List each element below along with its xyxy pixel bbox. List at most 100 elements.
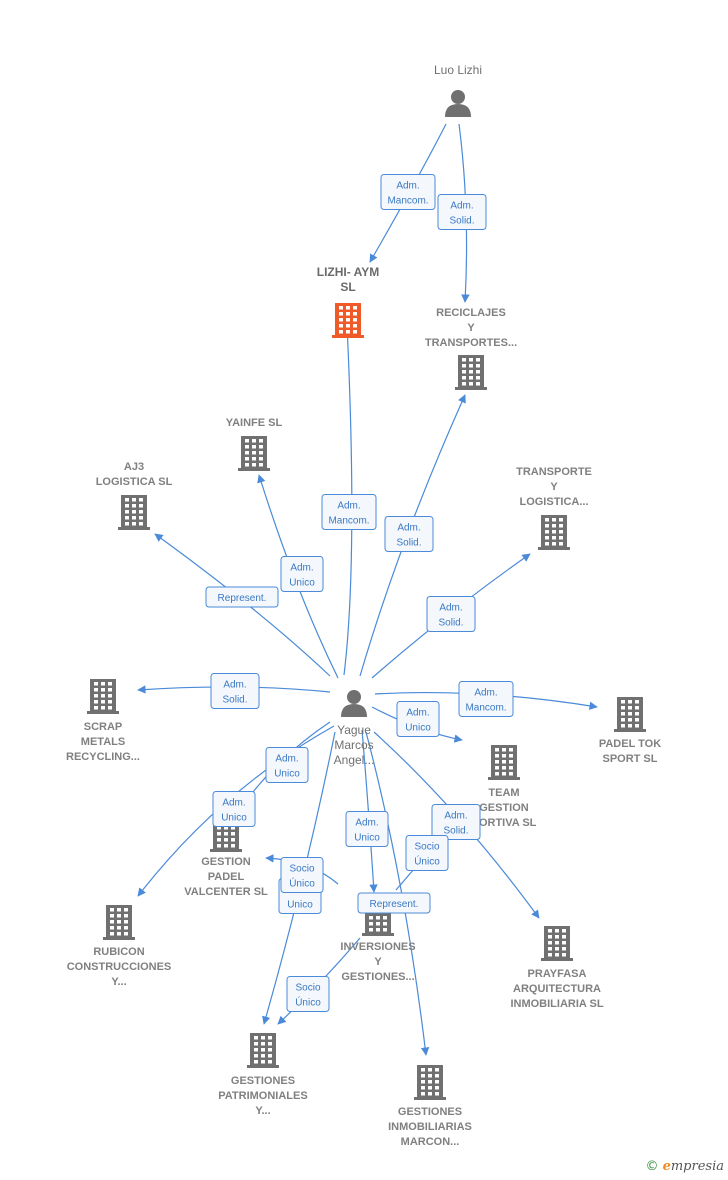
- edge-label-box[interactable]: [286, 976, 330, 1012]
- edge-label-yague-to-inversiones[interactable]: Adm.Unico: [345, 811, 389, 847]
- edge-label-box[interactable]: [458, 681, 514, 717]
- building-window: [231, 838, 235, 842]
- building-icon[interactable]: [455, 355, 487, 390]
- edge-label-yague-to-rubicon[interactable]: Adm.Unico: [212, 791, 256, 827]
- building-icon[interactable]: [118, 495, 150, 530]
- edge-label-box[interactable]: [212, 791, 256, 827]
- node-scrap[interactable]: SCRAPMETALSRECYCLING...: [66, 679, 140, 763]
- building-window: [462, 370, 466, 374]
- building-icon[interactable]: [247, 1033, 279, 1068]
- edge-label-box[interactable]: [321, 494, 377, 530]
- edge-label-yague-to-padeltok[interactable]: Adm.Mancom.: [458, 681, 514, 717]
- building-window: [555, 953, 559, 957]
- edge-label-box[interactable]: [205, 586, 279, 608]
- edge-label-yague-to-lizhi[interactable]: Adm.Mancom.: [321, 494, 377, 530]
- edge-label-yague-to-reciclajes[interactable]: Adm.Solid.: [384, 516, 434, 552]
- edge-label-luo-to-reciclajes[interactable]: Adm.Solid.: [437, 194, 487, 230]
- building-window: [245, 451, 249, 455]
- building-window: [555, 941, 559, 945]
- building-window: [261, 1054, 265, 1058]
- building-base: [362, 933, 394, 936]
- building-icon[interactable]: [488, 745, 520, 780]
- building-window: [339, 324, 343, 328]
- building-icon[interactable]: [538, 515, 570, 550]
- person-body: [445, 104, 471, 117]
- edge-label-box[interactable]: [384, 516, 434, 552]
- node-reciclajes[interactable]: RECICLAJESYTRANSPORTES...: [425, 307, 517, 390]
- person-icon[interactable]: [341, 690, 367, 717]
- node-ginmob[interactable]: GESTIONESINMOBILIARIASMARCON...: [388, 1065, 472, 1148]
- building-window: [635, 712, 639, 716]
- building-window: [545, 524, 549, 528]
- empresia-logo[interactable]: © empresia: [645, 1159, 724, 1174]
- building-window: [353, 312, 357, 316]
- building-window: [117, 932, 121, 936]
- edge-label-box[interactable]: [265, 747, 309, 783]
- building-window: [376, 928, 380, 932]
- building-window: [502, 748, 506, 752]
- edge-label-box[interactable]: [345, 811, 389, 847]
- edge-label-yague-to-yainfe[interactable]: Adm.Unico: [280, 556, 324, 592]
- edge-label-box[interactable]: [357, 892, 431, 914]
- building-window: [252, 457, 256, 461]
- node-yainfe[interactable]: YAINFE SL: [226, 417, 283, 471]
- building-window: [94, 682, 98, 686]
- node-label: Y: [550, 481, 558, 493]
- edge-label-text: Único: [295, 996, 321, 1009]
- edge-label-text: Adm.: [396, 181, 419, 192]
- building-icon[interactable]: [332, 303, 364, 338]
- building-window: [252, 445, 256, 449]
- edge-label-box[interactable]: [280, 857, 324, 893]
- building-icon[interactable]: [238, 436, 270, 471]
- person-icon[interactable]: [445, 90, 471, 117]
- building-window: [469, 376, 473, 380]
- edge-label-yague-to-gpadel[interactable]: Adm.Unico: [265, 747, 309, 783]
- edge-label-yague-to-ginmob[interactable]: Represent.: [357, 892, 431, 914]
- edge-label-box[interactable]: [405, 835, 449, 871]
- building-icon[interactable]: [414, 1065, 446, 1100]
- edge-label-box[interactable]: [437, 194, 487, 230]
- edge-label-yague-to-prayfasa[interactable]: Adm.Solid.: [431, 804, 481, 840]
- node-luo[interactable]: Luo Lizhi: [434, 63, 482, 117]
- edge-label-text: Adm.: [355, 818, 378, 829]
- edge-label-yague-to-aj3[interactable]: Represent.: [205, 586, 279, 608]
- building-window: [369, 928, 373, 932]
- node-yague[interactable]: YagueMarcosAngel...: [334, 690, 375, 767]
- edge-label-luo-to-lizhi[interactable]: Adm.Mancom.: [380, 174, 436, 210]
- building-icon[interactable]: [614, 697, 646, 732]
- edge-label-yague-to-scrap[interactable]: Adm.Solid.: [210, 673, 260, 709]
- edge-label-yague-to-transporte[interactable]: Adm.Solid.: [426, 596, 476, 632]
- edge-label-text: Unico: [289, 578, 315, 589]
- edge-label-box[interactable]: [431, 804, 481, 840]
- edge-label-yague-to-team[interactable]: Adm.Unico: [396, 701, 440, 737]
- node-rubicon[interactable]: RUBICONCONSTRUCCIONESY...: [67, 905, 172, 988]
- edge-label-box[interactable]: [396, 701, 440, 737]
- edge-label-box[interactable]: [426, 596, 476, 632]
- edge-label-box[interactable]: [280, 556, 324, 592]
- building-window: [110, 920, 114, 924]
- building-window: [628, 700, 632, 704]
- building-window: [139, 510, 143, 514]
- node-label: PATRIMONIALES: [218, 1090, 307, 1102]
- building-icon[interactable]: [541, 926, 573, 961]
- building-window: [101, 694, 105, 698]
- edge-label-box[interactable]: [210, 673, 260, 709]
- building-icon[interactable]: [103, 905, 135, 940]
- node-transporte[interactable]: TRANSPORTEYLOGISTICA...: [516, 466, 592, 550]
- edge-label-text: Adm.: [406, 708, 429, 719]
- node-label: PRAYFASA: [528, 968, 587, 980]
- edge-label-box[interactable]: [380, 174, 436, 210]
- node-gpatrim[interactable]: GESTIONESPATRIMONIALESY...: [218, 1033, 308, 1117]
- building-base: [210, 849, 242, 852]
- building-window: [124, 908, 128, 912]
- building-window: [562, 953, 566, 957]
- building-icon[interactable]: [87, 679, 119, 714]
